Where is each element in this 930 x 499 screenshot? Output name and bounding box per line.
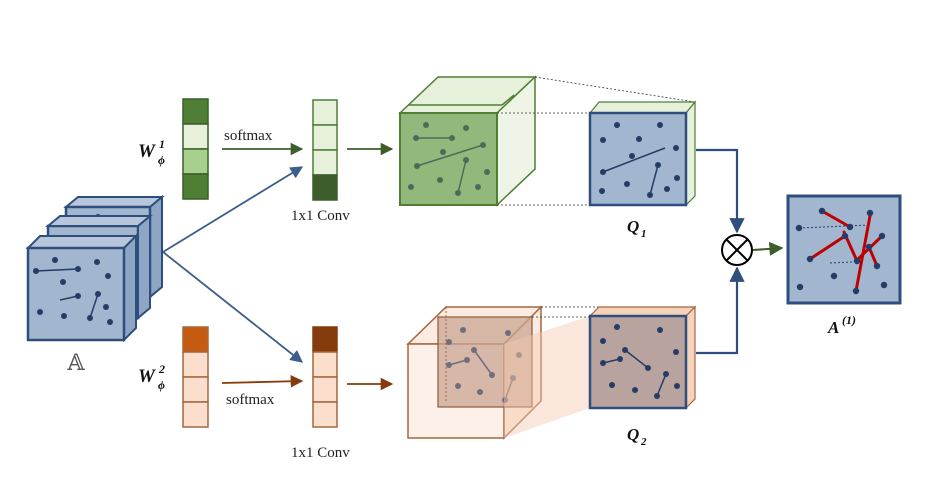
green-feature-cube xyxy=(398,75,537,207)
conv-top-column xyxy=(312,99,338,201)
w1-subscript: ϕ xyxy=(158,153,165,167)
conv-bottom-label: 1x1 Conv xyxy=(291,445,350,461)
weight-vector-w2 xyxy=(182,326,209,428)
w2-superscript: 2 xyxy=(158,362,165,376)
weight-vector-w1 xyxy=(182,98,209,200)
q1-label: Q xyxy=(627,217,639,236)
output-label: A xyxy=(827,318,839,337)
conv-bottom-column xyxy=(312,326,338,428)
q1-matrix xyxy=(588,100,697,207)
projection-lines-q1 xyxy=(497,76,696,206)
arrow-q2-to-product xyxy=(696,266,745,355)
q1-subscript: 1 xyxy=(641,228,647,240)
softmax-bottom-label: softmax xyxy=(226,392,275,408)
q2-label: Q xyxy=(627,425,639,444)
circle-times-icon xyxy=(721,234,753,266)
output-superscript: (1) xyxy=(842,313,856,327)
w1-label: W xyxy=(138,141,156,162)
arrow-product-to-output xyxy=(752,241,784,256)
w1-superscript: 1 xyxy=(159,137,165,151)
q2-subscript: 2 xyxy=(640,436,647,448)
arrow-a-to-conv-top xyxy=(162,166,304,253)
arrow-q1-to-product xyxy=(696,148,745,234)
input-slice-front xyxy=(25,233,139,343)
arrow-a-to-conv-bottom xyxy=(162,251,303,363)
softmax-top-label: softmax xyxy=(224,128,273,144)
w2-subscript: ϕ xyxy=(158,378,165,392)
w2-label: W xyxy=(138,366,156,387)
conv-top-label: 1x1 Conv xyxy=(291,208,350,224)
projection-band-q2 xyxy=(504,316,590,438)
output-matrix xyxy=(786,194,902,305)
input-adjacency-tensor: 𝔸 xyxy=(25,194,165,375)
input-tensor-label: 𝔸 xyxy=(66,350,85,375)
q2-matrix xyxy=(588,305,697,410)
arrow-w2-to-conv xyxy=(221,374,304,388)
orange-feature-cube xyxy=(406,305,543,440)
